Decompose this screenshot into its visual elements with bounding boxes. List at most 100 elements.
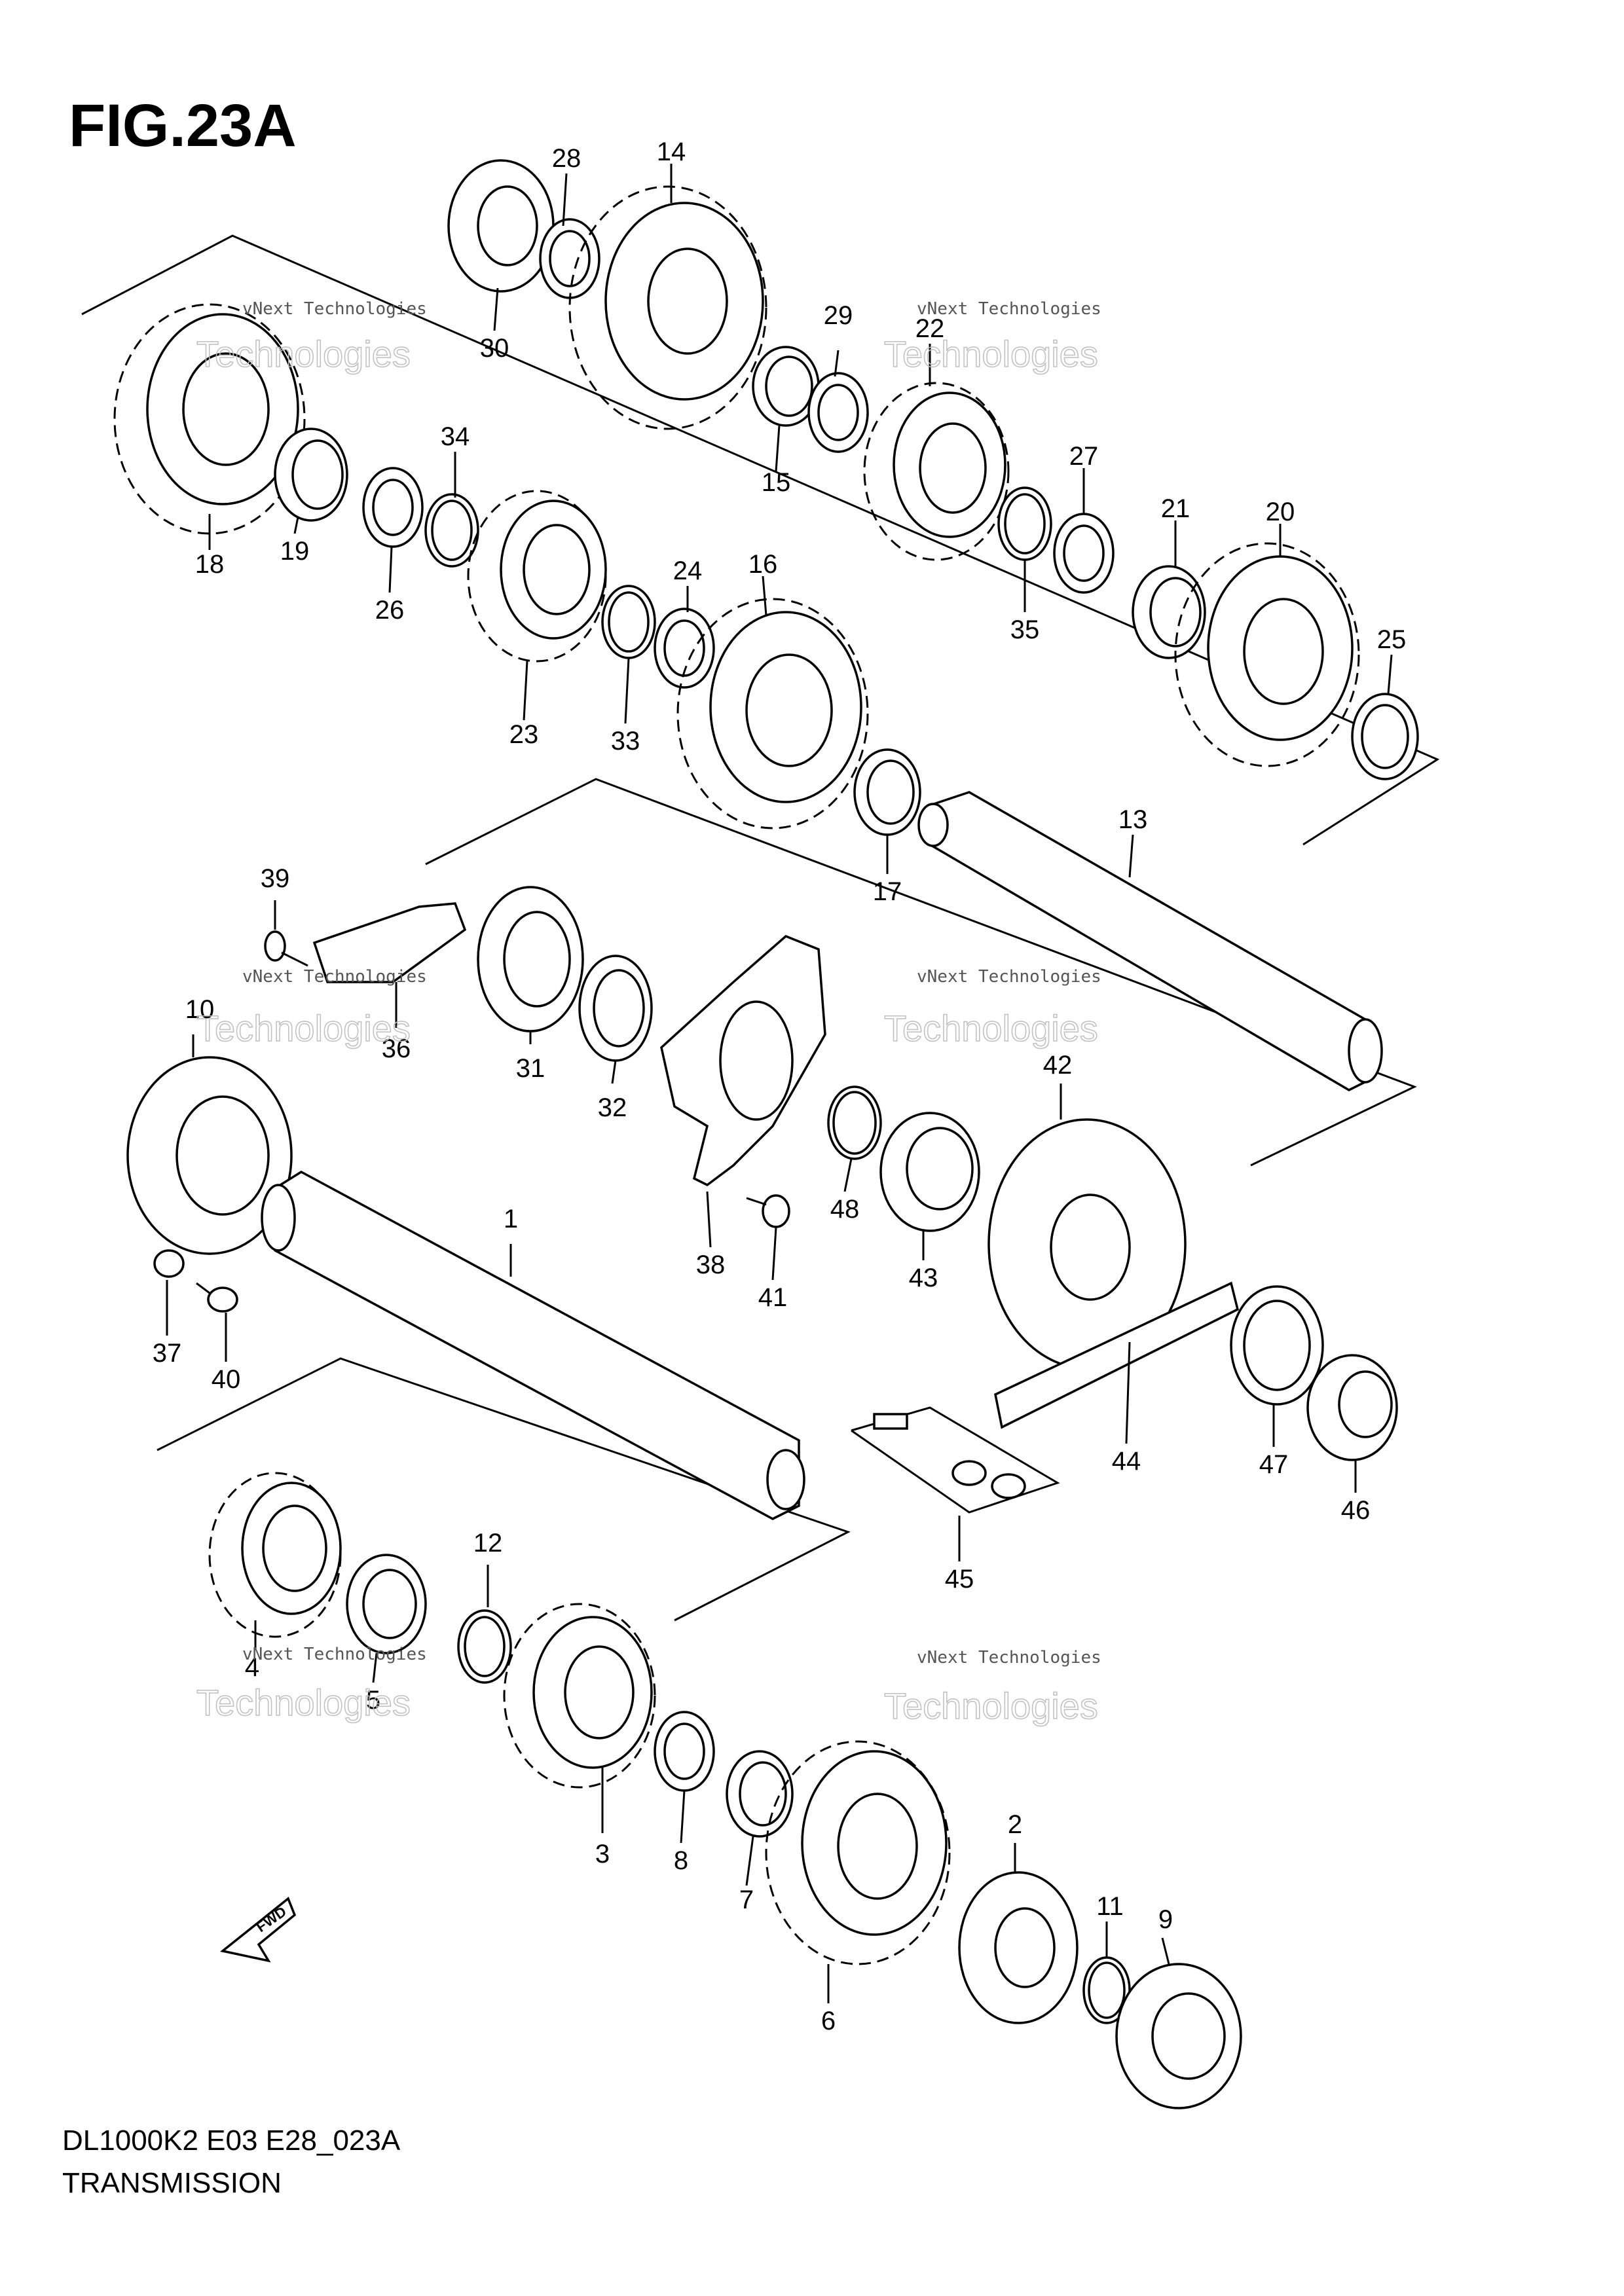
callout-32: 32 [598, 1093, 627, 1122]
watermark-text: vNext Technologies [242, 299, 427, 319]
callout-12: 12 [473, 1529, 503, 1558]
callout-45: 45 [945, 1565, 974, 1594]
bushing-part-5[interactable] [346, 1554, 427, 1654]
callout-20: 20 [1266, 498, 1295, 526]
watermark-text: vNext Technologies [917, 967, 1101, 987]
watermark-text: vNext Technologies [917, 299, 1101, 319]
bushing-part-17[interactable] [853, 748, 921, 836]
callout-1: 1 [504, 1205, 518, 1233]
callout-44: 44 [1112, 1447, 1141, 1476]
washer-part-37[interactable] [153, 1249, 185, 1278]
gear-part-6[interactable] [765, 1740, 951, 1965]
spacer-part-43[interactable] [879, 1112, 980, 1232]
callout-8: 8 [674, 1846, 688, 1875]
watermark-text: Technologies [196, 333, 411, 374]
lower-gear-frame [157, 1357, 851, 1622]
bearing-part-31[interactable] [477, 886, 584, 1032]
circlip-part-34[interactable] [424, 493, 479, 568]
gear-part-2[interactable] [958, 1871, 1079, 2024]
gear-part-4[interactable] [208, 1472, 342, 1638]
washer-part-25[interactable] [1351, 693, 1419, 780]
circlip-part-35[interactable] [997, 486, 1052, 561]
watermark-text: vNext Technologies [242, 1645, 427, 1664]
callout-26: 26 [375, 596, 405, 625]
oring-part-48[interactable] [827, 1085, 882, 1160]
washer-part-26[interactable] [362, 467, 424, 548]
callout-24: 24 [673, 556, 703, 585]
callout-19: 19 [280, 537, 310, 566]
circlip-part-33[interactable] [601, 585, 656, 659]
callout-25: 25 [1377, 625, 1407, 654]
bushing-part-7[interactable] [726, 1750, 794, 1838]
watermark-text: Technologies [196, 1682, 411, 1723]
callout-41: 41 [758, 1283, 788, 1312]
callout-36: 36 [382, 1034, 411, 1063]
callout-30: 30 [480, 334, 509, 363]
chain-part-44[interactable] [994, 1281, 1240, 1429]
gear-part-22[interactable] [863, 382, 1010, 561]
screw-part-40[interactable] [196, 1282, 238, 1313]
watermark-text: Technologies [196, 1008, 411, 1049]
seal-part-47[interactable] [1230, 1285, 1324, 1406]
callout-6: 6 [821, 2007, 836, 2035]
washer-part-8[interactable] [654, 1711, 715, 1792]
bushing-part-46[interactable] [1306, 1354, 1398, 1461]
callout-46: 46 [1341, 1496, 1371, 1525]
gear-part-14[interactable] [568, 185, 767, 430]
bearing-part-21[interactable] [1132, 565, 1206, 659]
callout-17: 17 [873, 877, 902, 906]
bearing-part-10[interactable] [126, 1056, 293, 1255]
watermark-text: vNext Technologies [917, 1648, 1101, 1667]
circlip-part-12[interactable] [457, 1609, 512, 1684]
bracket-part-38[interactable] [660, 934, 826, 1187]
watermark-text: Technologies [884, 1008, 1098, 1049]
callout-9: 9 [1158, 1905, 1173, 1934]
callout-35: 35 [1010, 615, 1040, 644]
gear-part-3[interactable] [503, 1603, 656, 1789]
callout-27: 27 [1069, 442, 1099, 471]
leader-lines [166, 164, 1393, 2003]
bearing-part-19[interactable] [274, 428, 348, 522]
seal-part-32[interactable] [578, 955, 653, 1062]
callout-29: 29 [824, 301, 853, 330]
callout-numbers: 1 2 3 4 5 6 7 8 9 10 11 12 13 14 15 16 1… [153, 137, 1407, 2035]
gear-part-18[interactable] [113, 303, 306, 535]
callout-16: 16 [748, 550, 778, 579]
bearing-part-9[interactable] [1115, 1963, 1242, 2109]
screw-part-39[interactable] [264, 930, 308, 967]
figure-code: DL1000K2 E03 E28_023A [62, 2124, 401, 2157]
callout-47: 47 [1259, 1450, 1289, 1479]
oring-part-11[interactable] [1082, 1956, 1131, 2024]
washer-part-27[interactable] [1053, 513, 1115, 594]
callout-43: 43 [909, 1264, 938, 1292]
callout-5: 5 [366, 1686, 380, 1715]
bearing-part-30[interactable] [447, 159, 555, 293]
bushing-part-15[interactable] [752, 346, 820, 427]
callout-7: 7 [739, 1886, 754, 1914]
chain-joint-part-45[interactable] [873, 1413, 1026, 1499]
watermark-text: Technologies [884, 333, 1098, 374]
callout-40: 40 [212, 1365, 241, 1394]
callout-21: 21 [1161, 494, 1190, 523]
callout-22: 22 [915, 314, 945, 343]
washer-part-29[interactable] [807, 372, 869, 453]
countershaft-frame [81, 234, 1440, 846]
plate-part-36[interactable] [312, 902, 467, 983]
callout-18: 18 [195, 550, 225, 579]
callout-2: 2 [1008, 1810, 1022, 1839]
gear-part-16[interactable] [676, 598, 869, 829]
washer-part-24[interactable] [654, 608, 715, 689]
forward-arrow: FWD [220, 1897, 297, 1963]
callout-13: 13 [1118, 805, 1148, 834]
gear-part-20[interactable] [1174, 542, 1360, 767]
bolt-part-41[interactable] [746, 1194, 790, 1228]
callout-38: 38 [696, 1250, 726, 1279]
washer-part-28[interactable] [539, 218, 600, 299]
driveshaft-frame [425, 778, 1417, 1167]
callout-10: 10 [185, 995, 215, 1024]
mainshaft-part-1[interactable] [261, 1170, 805, 1520]
watermark-text: vNext Technologies [242, 967, 427, 987]
gear-part-23[interactable] [467, 490, 607, 663]
countershaft-part-13[interactable] [917, 791, 1383, 1091]
watermarks: vNext Technologies Technologies vNext Te… [196, 299, 1101, 1727]
